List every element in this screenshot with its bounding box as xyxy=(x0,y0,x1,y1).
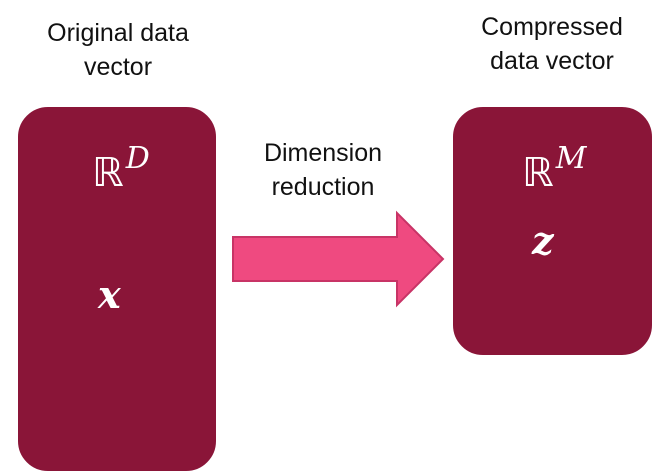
compressed-data-box xyxy=(451,105,654,357)
real-numbers-symbol-left: ℝ xyxy=(92,150,124,196)
compressed-caption-line-1: Compressed xyxy=(481,13,623,41)
original-caption-line-1: Original data xyxy=(47,19,189,47)
original-vector-caption: Original data vector xyxy=(18,16,218,84)
original-caption-line-2: vector xyxy=(83,53,153,81)
variable-x: x xyxy=(98,272,121,317)
arrow-shape xyxy=(232,210,445,308)
reduction-label-line-2: reduction xyxy=(271,173,375,201)
compressed-space-label: ℝM xyxy=(522,141,586,196)
dimension-reduction-label: Dimension reduction xyxy=(228,136,418,204)
dimension-superscript-m: M xyxy=(555,141,587,176)
compressed-caption-line-2: data vector xyxy=(490,47,614,75)
real-numbers-symbol-right: ℝ xyxy=(522,150,554,196)
original-space-label: ℝD xyxy=(92,141,150,196)
original-data-box xyxy=(16,105,218,473)
reduction-label-line-1: Dimension xyxy=(263,139,383,167)
variable-z: z xyxy=(532,218,554,263)
compressed-vector-caption: Compressed data vector xyxy=(452,10,652,78)
dimension-superscript-d: D xyxy=(125,141,150,176)
